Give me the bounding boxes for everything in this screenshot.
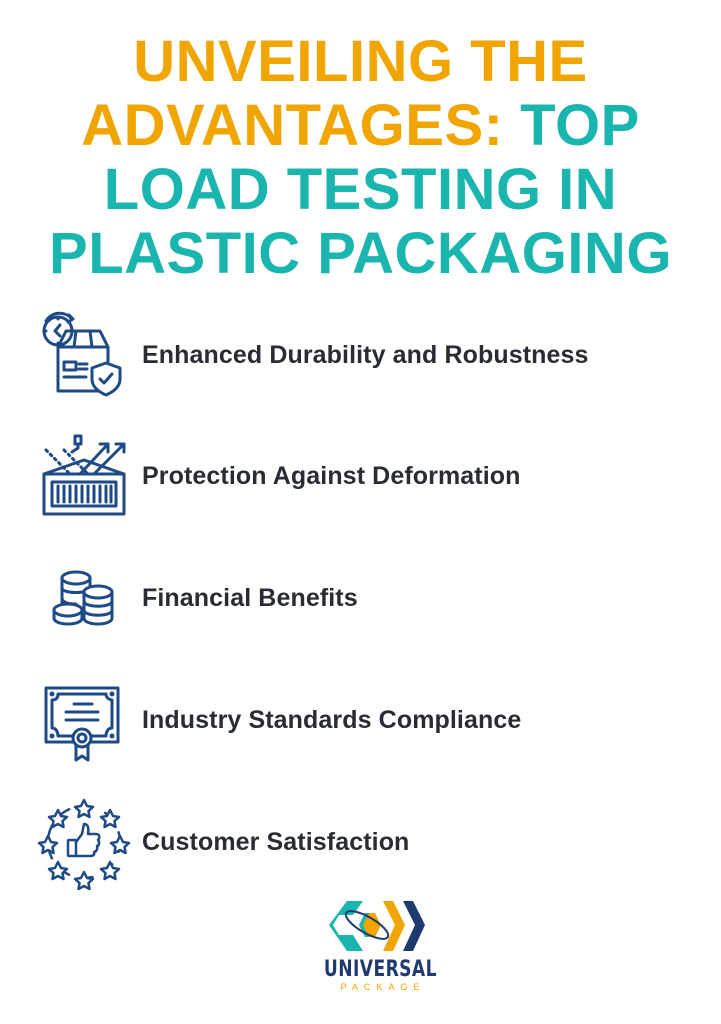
thumbs-up-stars-icon [36,794,132,890]
benefit-label: Protection Against Deformation [142,461,521,490]
logo-brand-text: UNIVERSAL [323,957,437,982]
title-line-2: ADVANTAGES: TOP [0,94,721,158]
benefit-item-durability: Enhanced Durability and Robustness [0,305,721,405]
title-line-2-orange: ADVANTAGES: [81,93,504,158]
package-clock-shield-icon [36,307,132,403]
universal-package-logo: UNIVERSAL PACKAGE [320,895,440,1010]
title-line-2-teal: TOP [503,93,640,158]
benefit-label: Industry Standards Compliance [142,705,522,734]
benefit-label: Enhanced Durability and Robustness [142,340,589,369]
benefit-item-deformation: Protection Against Deformation [0,426,721,526]
benefit-item-compliance: Industry Standards Compliance [0,670,721,770]
benefit-label: Customer Satisfaction [142,827,410,856]
page-title: UNVEILING THE ADVANTAGES: TOP LOAD TESTI… [0,30,721,286]
title-line-3: LOAD TESTING IN [103,157,618,222]
certificate-icon [36,672,132,768]
benefit-item-satisfaction: Customer Satisfaction [0,792,721,892]
logo-sub-text: PACKAGE [340,982,426,992]
title-line-4: PLASTIC PACKAGING [49,221,672,286]
benefit-item-financial: Financial Benefits [0,548,721,648]
benefit-label: Financial Benefits [142,583,358,612]
coins-stack-icon [36,550,132,646]
container-arrows-icon [36,428,132,524]
title-line-1: UNVEILING THE [133,29,588,94]
logo-mark-icon [329,901,425,951]
